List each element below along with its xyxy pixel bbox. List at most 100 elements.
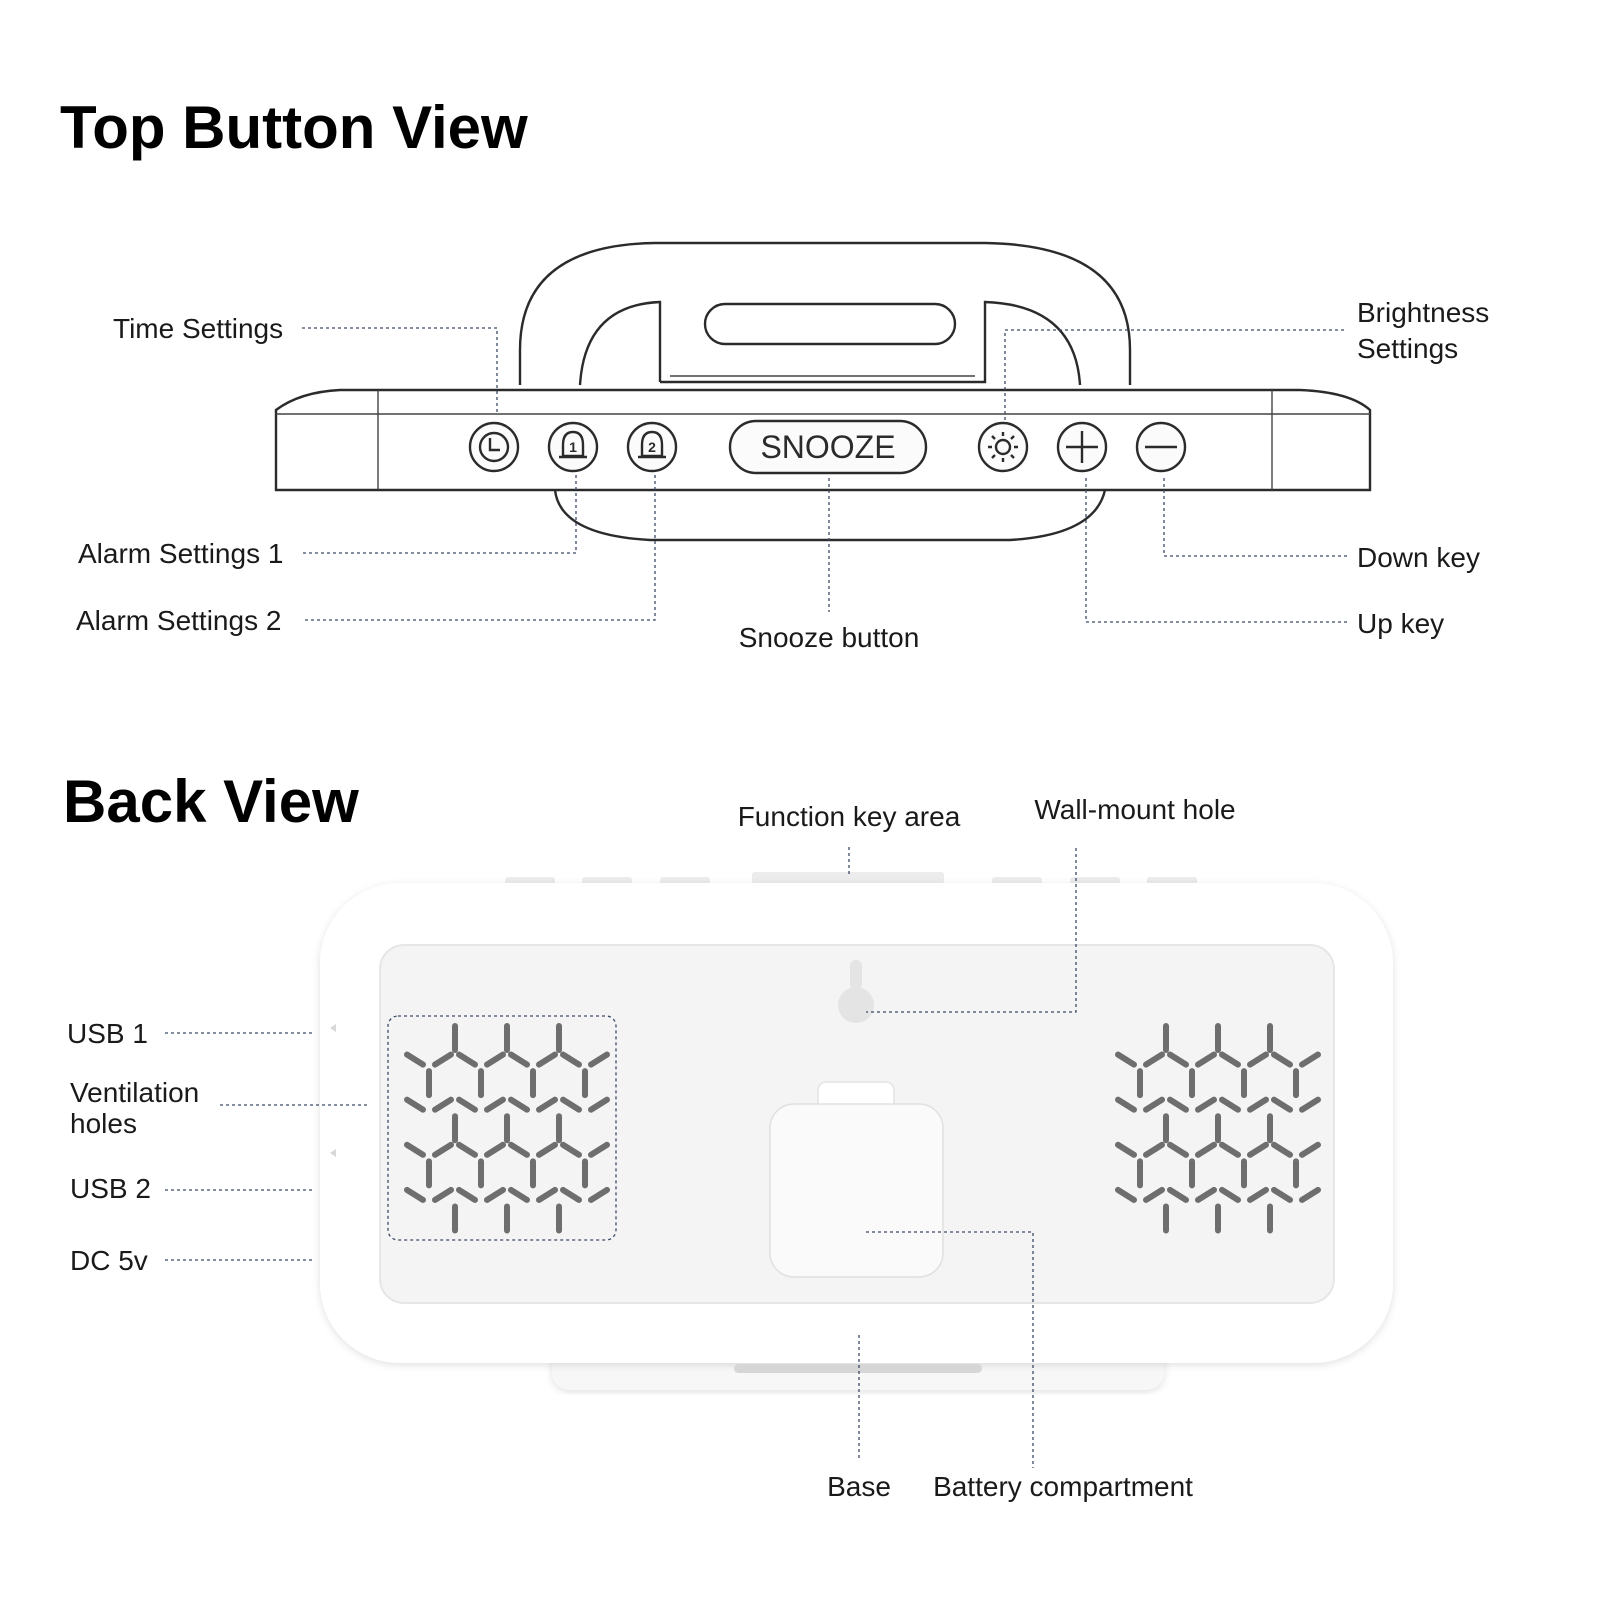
vent-slot	[560, 1096, 582, 1113]
back-view-leaders	[165, 847, 1077, 1468]
snooze-button-shape: SNOOZE	[728, 419, 928, 475]
vent-slot	[1167, 1096, 1189, 1113]
label-brightness-line2: Settings	[1357, 333, 1458, 364]
base-stand	[700, 1310, 1015, 1363]
ventilation-holes-right	[1115, 1023, 1321, 1234]
vent-slot	[1247, 1186, 1269, 1203]
vent-slot	[1299, 1186, 1321, 1203]
vent-slot	[456, 1186, 478, 1203]
vent-slot	[1247, 1051, 1269, 1068]
vent-slot	[508, 1051, 530, 1068]
vent-slot	[432, 1141, 454, 1158]
vent-slot	[1247, 1141, 1269, 1158]
vent-slot	[1271, 1141, 1293, 1158]
vent-slot	[588, 1051, 610, 1068]
vent-slot	[1115, 1096, 1137, 1113]
vent-slot	[484, 1096, 506, 1113]
vent-slot	[1195, 1051, 1217, 1068]
vent-slot	[1299, 1051, 1321, 1068]
vent-slot	[456, 1096, 478, 1113]
brightness-button	[977, 421, 1029, 473]
vent-slot	[536, 1186, 558, 1203]
label-base: Base	[827, 1471, 891, 1502]
label-function-key-area: Function key area	[738, 801, 961, 832]
alarm-settings-1-button: 1	[547, 421, 599, 473]
vent-slot	[588, 1141, 610, 1158]
label-brightness-line1: Brightness	[1357, 297, 1489, 328]
label-dc-5v: DC 5v	[70, 1245, 148, 1276]
ventilation-highlight	[387, 1015, 617, 1241]
vent-slot	[1219, 1186, 1241, 1203]
base-slot	[734, 1364, 982, 1373]
alarm-settings-2-button: 2	[626, 421, 678, 473]
label-battery-compartment: Battery compartment	[933, 1471, 1193, 1502]
vent-slot	[456, 1141, 478, 1158]
clock-icon	[478, 431, 510, 463]
label-usb-1: USB 1	[67, 1018, 148, 1049]
vent-slot	[508, 1186, 530, 1203]
vent-slot	[1219, 1096, 1241, 1113]
alarm-2-digit: 2	[648, 439, 656, 455]
vent-slot	[1271, 1186, 1293, 1203]
wall-mount-hole	[838, 960, 874, 1023]
vent-slot	[560, 1186, 582, 1203]
label-time-settings: Time Settings	[113, 313, 283, 344]
bell-2-icon: 2	[638, 430, 666, 459]
vent-slot	[1143, 1186, 1165, 1203]
label-down-key: Down key	[1357, 542, 1480, 573]
up-key-button	[1056, 421, 1108, 473]
vent-slot	[484, 1186, 506, 1203]
vent-slot	[1195, 1096, 1217, 1113]
vent-slot	[560, 1141, 582, 1158]
label-ventilation-line2: holes	[70, 1108, 137, 1139]
label-ventilation-line1: Ventilation	[70, 1077, 199, 1108]
sun-icon	[988, 432, 1018, 462]
vent-slot	[508, 1096, 530, 1113]
vent-slot	[1167, 1051, 1189, 1068]
vent-slot	[1195, 1186, 1217, 1203]
vent-slot	[1115, 1141, 1137, 1158]
vent-slot	[1299, 1141, 1321, 1158]
vent-slot	[536, 1141, 558, 1158]
down-key-button	[1135, 421, 1187, 473]
vent-slot	[1247, 1096, 1269, 1113]
vent-slot	[1143, 1141, 1165, 1158]
plus-icon	[1066, 431, 1098, 463]
label-alarm-settings-2: Alarm Settings 2	[76, 605, 281, 636]
vent-slot	[484, 1141, 506, 1158]
vent-slot	[1167, 1186, 1189, 1203]
vent-slot	[536, 1096, 558, 1113]
label-usb-2: USB 2	[70, 1173, 151, 1204]
vent-slot	[1271, 1096, 1293, 1113]
ventilation-holes-left	[404, 1023, 610, 1234]
label-alarm-settings-1: Alarm Settings 1	[78, 538, 283, 569]
vent-slot	[432, 1186, 454, 1203]
top-view-drawing: 1 2 SNOOZE	[274, 241, 1372, 542]
time-settings-button	[468, 421, 520, 473]
vent-slot	[588, 1186, 610, 1203]
vent-slot	[432, 1096, 454, 1113]
vent-slot	[404, 1051, 426, 1068]
vent-slot	[1167, 1141, 1189, 1158]
label-up-key: Up key	[1357, 608, 1444, 639]
vent-slot	[1299, 1096, 1321, 1113]
label-wall-mount-hole: Wall-mount hole	[1034, 794, 1235, 825]
vent-slot	[432, 1051, 454, 1068]
vent-slot	[1195, 1141, 1217, 1158]
vent-slot	[404, 1186, 426, 1203]
vent-slot	[456, 1051, 478, 1068]
bell-1-icon: 1	[559, 430, 587, 459]
snooze-text: SNOOZE	[760, 429, 895, 465]
back-view-title: Back View	[63, 768, 359, 835]
vent-slot	[1219, 1051, 1241, 1068]
vent-slot	[1115, 1186, 1137, 1203]
alarm-1-digit: 1	[569, 439, 577, 455]
vent-slot	[1115, 1051, 1137, 1068]
vent-slot	[404, 1096, 426, 1113]
back-view-drawing	[320, 872, 1393, 1390]
vent-slot	[560, 1051, 582, 1068]
vent-slot	[536, 1051, 558, 1068]
label-snooze-button: Snooze button	[739, 622, 920, 653]
vent-slot	[404, 1141, 426, 1158]
